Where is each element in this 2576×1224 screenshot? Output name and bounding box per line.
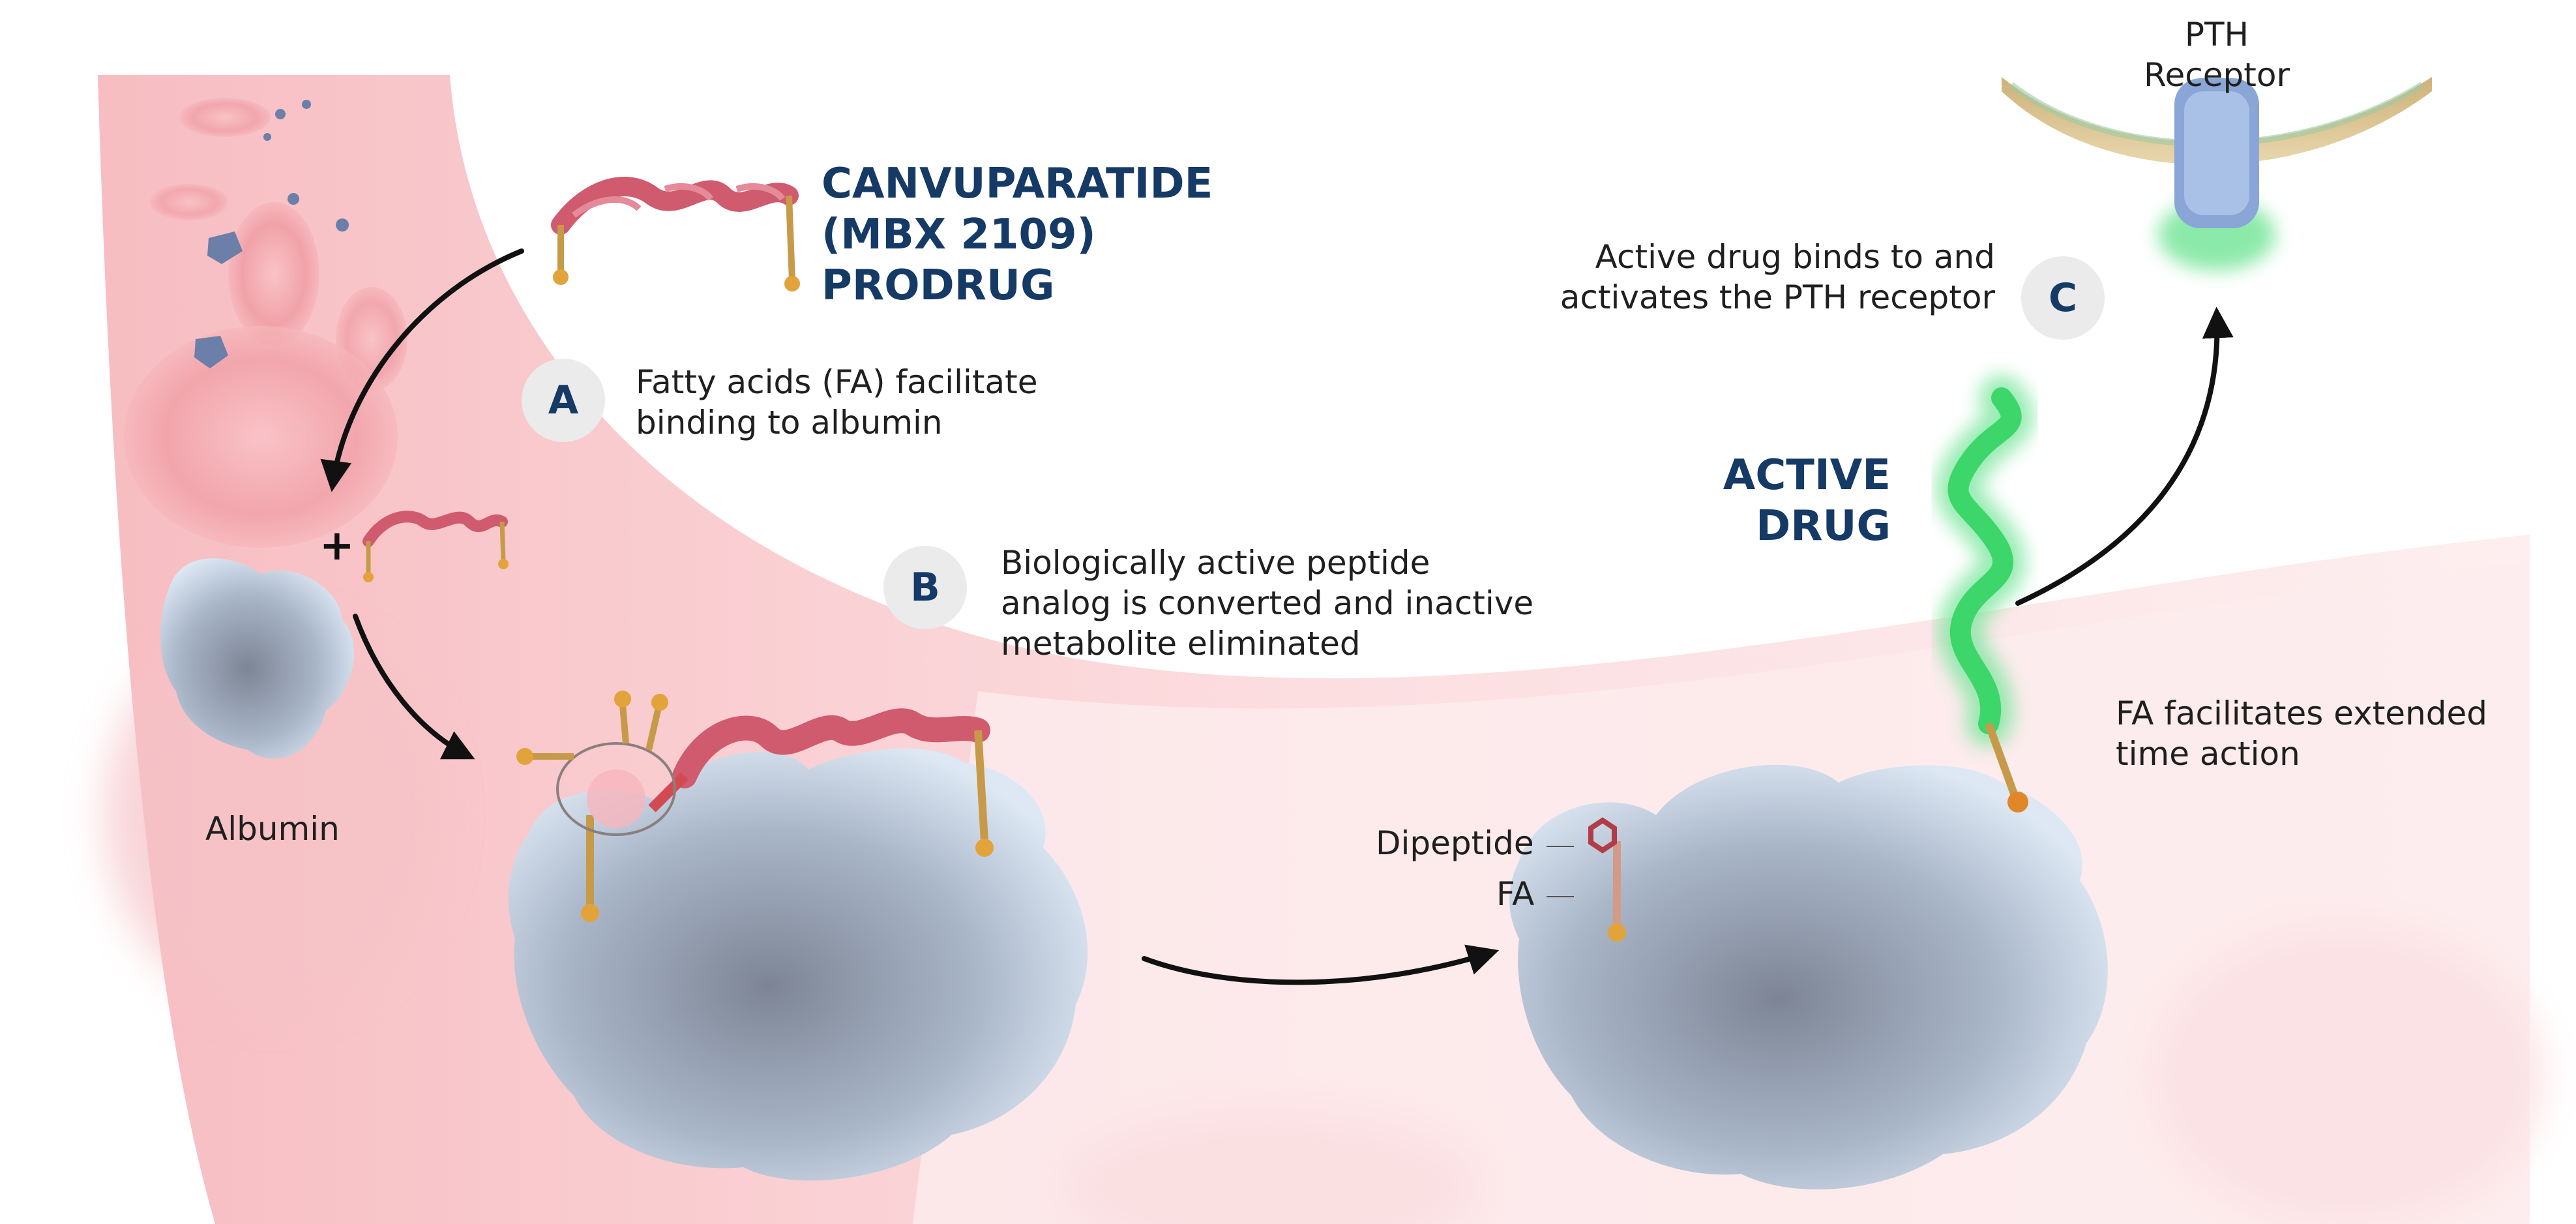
arrow-prodrug-to-albumin xyxy=(320,248,524,492)
extended-action-text: FA facilitates extended time action xyxy=(2116,694,2487,773)
dipeptide-leader-line xyxy=(1547,846,1574,847)
small-prodrug-helix xyxy=(363,511,509,582)
plus-sign: + xyxy=(319,522,355,570)
step-c-badge: C xyxy=(2021,256,2105,340)
albumin-small xyxy=(160,558,355,759)
prodrug-helix xyxy=(551,177,800,291)
arrow-albumin-to-bound xyxy=(353,614,475,760)
albumin-label: Albumin xyxy=(205,810,340,848)
active-drug-title: ACTIVE DRUG xyxy=(1723,451,1891,550)
active-drug-helix xyxy=(1935,375,2034,813)
arrow-bound-to-active xyxy=(1142,944,1500,985)
flow-arrows xyxy=(320,248,2234,985)
albumin-active-drug xyxy=(1509,764,2108,1189)
step-b-text: Biologically active peptide analog is co… xyxy=(1001,544,1534,663)
arrow-active-to-receptor xyxy=(2015,306,2234,606)
red-blood-cells xyxy=(124,98,407,548)
pth-receptor-membrane xyxy=(2002,77,2432,271)
step-c-text: Active drug binds to and activates the P… xyxy=(1560,238,1995,316)
step-b-badge: B xyxy=(883,546,967,629)
fa-leader-line xyxy=(1547,896,1574,897)
dipeptide-label: Dipeptide xyxy=(1376,824,1534,862)
prodrug-title: CANVUPARATIDE (MBX 2109) PRODRUG xyxy=(822,160,1213,310)
step-a-text: Fatty acids (FA) facilitate binding to a… xyxy=(636,363,1038,441)
particles xyxy=(194,100,349,368)
albumin-bound-prodrug xyxy=(508,691,1088,1181)
fa-label: FA xyxy=(1496,875,1535,913)
pth-receptor-label: PTH Receptor xyxy=(2144,16,2290,94)
step-a-badge: A xyxy=(522,359,605,442)
